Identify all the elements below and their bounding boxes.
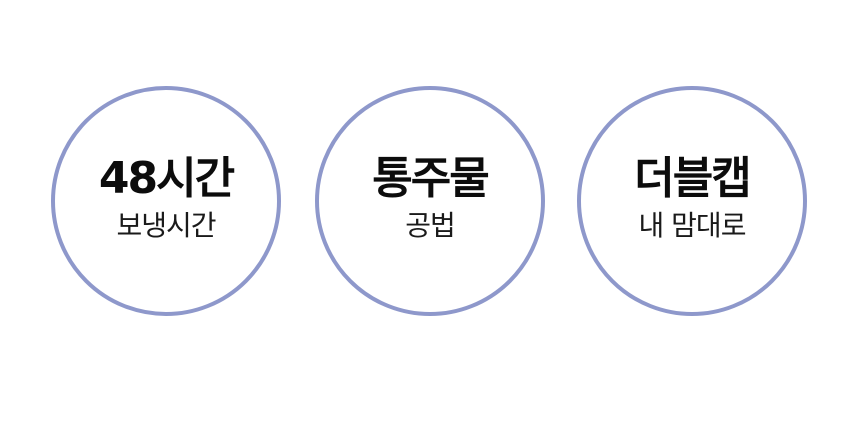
feature-subtitle: 공법: [405, 209, 456, 242]
feature-circle-casting: 통주물 공법: [315, 86, 545, 316]
feature-subtitle: 보냉시간: [116, 209, 216, 242]
feature-title: 더블캡: [634, 153, 751, 204]
feature-title: 48시간: [98, 153, 235, 204]
feature-subtitle: 내 맘대로: [638, 209, 747, 242]
feature-circle-double-cap: 더블캡 내 맘대로: [577, 86, 807, 316]
feature-title: 통주물: [372, 153, 489, 204]
feature-circle-insulation: 48시간 보냉시간: [51, 86, 281, 316]
